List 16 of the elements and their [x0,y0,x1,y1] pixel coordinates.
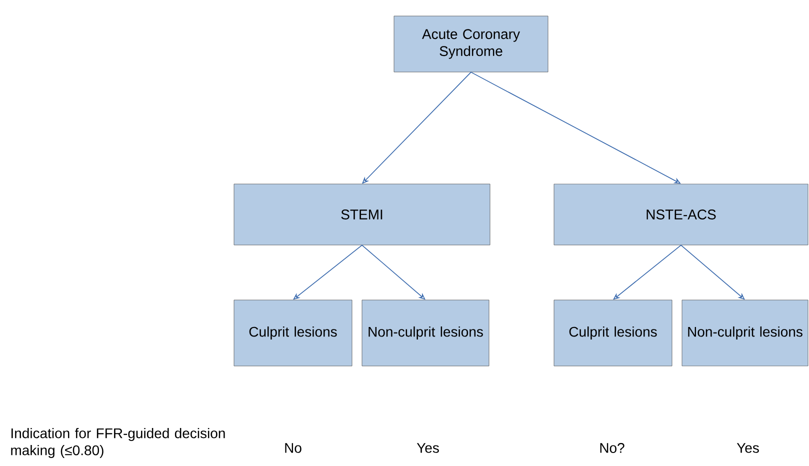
process-box: STEMI [234,184,490,246]
arrow [613,244,682,300]
row-label: Indication for FFR-guided decision making (≤0.80) [11,428,225,458]
process-box: Culprit lesions [234,300,352,366]
arrow [293,244,362,300]
arrow [362,244,426,300]
process-box: Culprit lesions [554,300,672,366]
process-box: Acute Coronary Syndrome [394,16,548,72]
answer-label: Yes [416,443,439,453]
process-box: Non-culprit lesions [362,300,490,366]
answer-label: No? [600,443,624,453]
answer-label: No [285,443,302,453]
arrow [680,244,745,300]
process-box: Non-culprit lesions [682,300,808,366]
process-box: NSTE-ACS [554,184,808,246]
answer-label: Yes [736,443,759,453]
